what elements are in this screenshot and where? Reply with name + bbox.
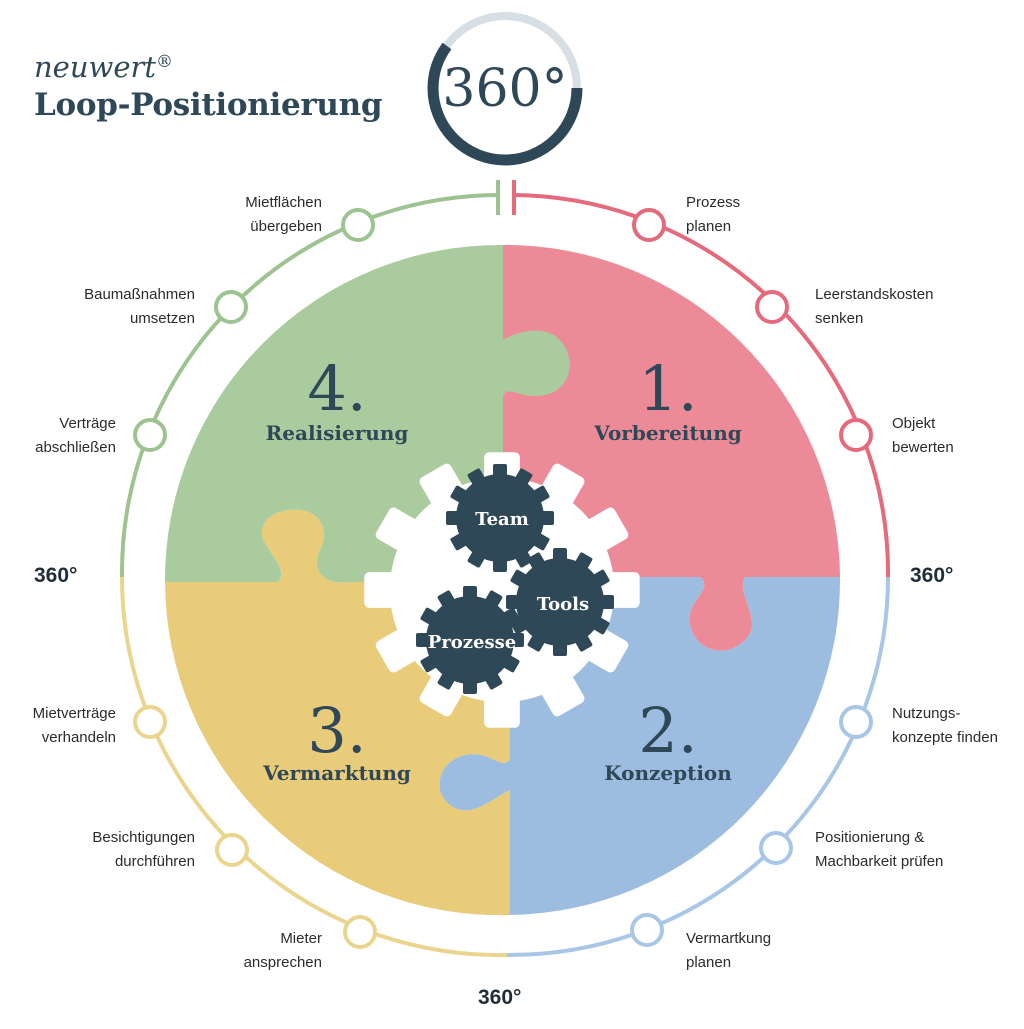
badge-label: 360°	[442, 59, 567, 119]
step-marker-5	[759, 831, 793, 865]
gear-tools: Tools	[506, 548, 614, 656]
marker-360-left: 360°	[34, 564, 78, 587]
step-marker-2	[755, 290, 789, 324]
step-marker-1	[632, 208, 666, 242]
brand-name-line: neuwert®	[34, 44, 382, 85]
gear-team: Team	[446, 464, 554, 572]
phase-2-name: Konzeption	[604, 761, 732, 785]
step-label-4: Nutzungs-konzepte finden	[892, 705, 998, 746]
step-label-5: Positionierung &Machbarkeit prüfen	[815, 829, 944, 870]
brand-title: Loop-Positionierung	[34, 87, 383, 123]
marker-360-right: 360°	[910, 564, 954, 587]
gear-prozesse-label: Prozesse	[428, 632, 516, 653]
phase-1-name: Vorbereitung	[593, 421, 741, 445]
step-marker-3	[839, 418, 873, 452]
gear-team-label: Team	[475, 509, 529, 530]
step-marker-10	[133, 418, 167, 452]
phase-3-name: Vermarktung	[262, 761, 411, 785]
step-marker-7	[343, 915, 377, 949]
gear-prozesse: Prozesse	[416, 586, 524, 694]
phase-3-number: 3.	[307, 694, 366, 767]
phase-4-name: Realisierung	[266, 421, 409, 445]
phase-2-number: 2.	[638, 694, 697, 767]
step-marker-8	[215, 833, 249, 867]
step-marker-12	[341, 208, 375, 242]
brand-mark: ®	[156, 52, 174, 72]
brand-name: neuwert	[34, 50, 157, 84]
phase-1-number: 1.	[638, 352, 697, 425]
phase-4-number: 4.	[307, 352, 366, 425]
brand-block: neuwert® Loop-Positionierung	[34, 44, 383, 125]
phase-labels: 1. Vorbereitung 2. Konzeption 3. Vermark…	[262, 352, 742, 785]
gear-tools-label: Tools	[537, 594, 589, 615]
step-marker-9	[133, 705, 167, 739]
marker-360-bottom: 360°	[478, 986, 522, 1009]
step-marker-11	[214, 290, 248, 324]
badge-360: 360°	[427, 12, 583, 166]
step-marker-4	[839, 705, 873, 739]
step-markers	[133, 208, 873, 949]
step-marker-6	[630, 913, 664, 947]
